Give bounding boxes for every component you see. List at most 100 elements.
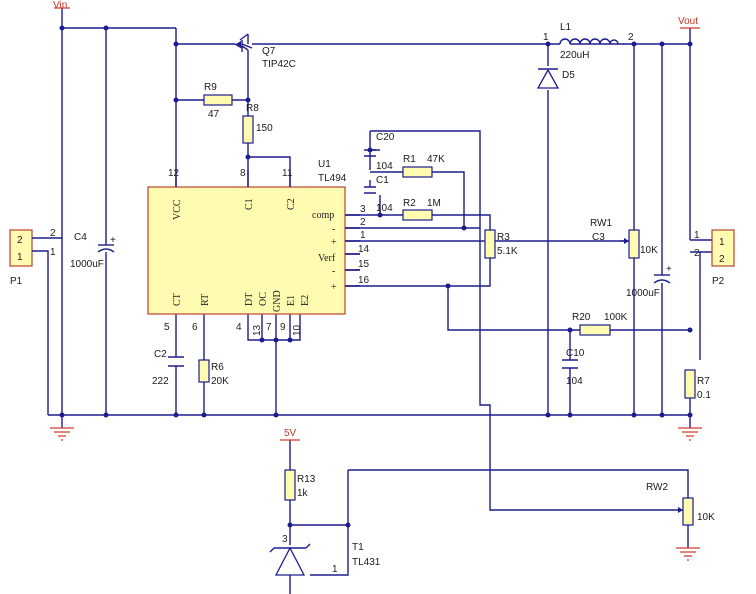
p1-pin-1: 1 bbox=[50, 247, 56, 258]
pin-rt: RT bbox=[200, 294, 211, 306]
resistor-r9: R9 47 bbox=[203, 82, 233, 120]
c20-ref: C20 bbox=[376, 132, 395, 143]
l1-pin-2: 2 bbox=[628, 32, 634, 43]
ground-icon bbox=[678, 427, 702, 441]
pin-num-8: 8 bbox=[240, 168, 246, 179]
resistor-r1: R1 47K bbox=[402, 154, 445, 178]
p1-inner-2: 2 bbox=[17, 235, 23, 246]
c4-value: 1000uF bbox=[70, 259, 104, 270]
shunt-regulator-t1: 3 1 T1 TL431 bbox=[269, 534, 381, 594]
pin-c1: C1 bbox=[244, 198, 255, 210]
rw2-value: 10K bbox=[697, 512, 715, 523]
l1-ref: L1 bbox=[560, 22, 572, 33]
inductor-l1: L1 220uH 1 2 bbox=[543, 22, 634, 61]
vout-label: Vout bbox=[678, 16, 698, 27]
pin-num-9: 9 bbox=[280, 322, 286, 333]
pin-num-14: 14 bbox=[358, 244, 370, 255]
c10-value: 104 bbox=[566, 376, 583, 387]
r3-ref: R3 bbox=[497, 232, 510, 243]
r8-ref: R8 bbox=[246, 103, 259, 114]
pin-num-5: 5 bbox=[164, 322, 170, 333]
p2-ref: P2 bbox=[712, 276, 725, 287]
pin-minus-1: - bbox=[332, 224, 335, 235]
r9-ref: R9 bbox=[204, 82, 217, 93]
resistor-r6: R6 20K bbox=[198, 359, 229, 387]
pin-num-1: 1 bbox=[360, 230, 366, 241]
c1-ref: C1 bbox=[376, 175, 389, 186]
p2-inner-1: 1 bbox=[719, 237, 725, 248]
t1-pin-3: 3 bbox=[282, 534, 288, 545]
c2-value: 222 bbox=[152, 376, 169, 387]
pin-num-10: 10 bbox=[292, 324, 303, 336]
pin-num-4: 4 bbox=[236, 322, 242, 333]
t1-pin-1: 1 bbox=[332, 564, 338, 575]
diode-d5: D5 bbox=[536, 68, 575, 89]
c10-ref: C10 bbox=[566, 348, 585, 359]
capacitor-c1: C1 104 bbox=[364, 175, 393, 214]
r2-value: 1M bbox=[427, 198, 441, 209]
capacitor-c2: C2 222 bbox=[152, 349, 184, 387]
r1-ref: R1 bbox=[403, 154, 416, 165]
potentiometer-rw2: RW2 10K bbox=[646, 482, 715, 526]
q7-ref: Q7 bbox=[262, 46, 276, 57]
pin-num-2: 2 bbox=[360, 217, 366, 228]
l1-pin-1: 1 bbox=[543, 32, 549, 43]
pin-num-6: 6 bbox=[192, 322, 198, 333]
ground-symbols bbox=[50, 427, 702, 561]
pin-e2: E2 bbox=[300, 295, 311, 306]
p2-inner-2: 2 bbox=[719, 254, 725, 265]
capacitor-c4: + C4 1000uF bbox=[70, 232, 116, 270]
pin-e1: E1 bbox=[286, 295, 297, 306]
resistor-r20: R20 100K bbox=[572, 312, 628, 336]
pin-num-11: 11 bbox=[282, 168, 293, 179]
d5-ref: D5 bbox=[562, 70, 575, 81]
r9-value: 47 bbox=[208, 109, 220, 120]
r20-value: 100K bbox=[604, 312, 628, 323]
transistor-q7: Q7 TIP42C bbox=[234, 33, 296, 70]
connector-p1: 2 1 2 1 P1 bbox=[9, 228, 56, 287]
q7-value: TIP42C bbox=[262, 59, 296, 70]
resistor-r7: R7 0.1 bbox=[684, 369, 711, 401]
wires bbox=[38, 8, 712, 576]
pin-verf: Verf bbox=[318, 253, 336, 264]
pin-num-15: 15 bbox=[358, 259, 370, 270]
pin-plus-1: + bbox=[331, 237, 337, 248]
connector-p2: 1 2 1 2 P2 bbox=[694, 229, 735, 287]
ic-u1: 12 8 11 3 2 1 14 15 16 5 6 4 13 7 9 10 V… bbox=[147, 159, 370, 336]
capacitor-c10: C10 104 bbox=[562, 348, 585, 387]
v5-label: 5V bbox=[284, 428, 297, 439]
t1-value: TL431 bbox=[352, 557, 381, 568]
pin-num-13: 13 bbox=[252, 324, 263, 336]
r7-ref: R7 bbox=[697, 376, 710, 387]
pin-num-3: 3 bbox=[360, 204, 366, 215]
p1-ref: P1 bbox=[10, 276, 23, 287]
r8-value: 150 bbox=[256, 123, 273, 134]
resistor-r13: R13 1k bbox=[284, 469, 316, 501]
capacitor-c20: C20 104 bbox=[364, 132, 395, 172]
p2-pin-2: 2 bbox=[694, 248, 700, 259]
c4-plus: + bbox=[110, 235, 116, 246]
t1-ref: T1 bbox=[352, 542, 364, 553]
net-vin: Vin bbox=[53, 0, 70, 11]
c4-ref: C4 bbox=[74, 232, 87, 243]
r3-value: 5.1K bbox=[497, 246, 518, 257]
pin-minus-2: - bbox=[332, 266, 335, 277]
pin-gnd: GND bbox=[272, 290, 283, 312]
c2-ref: C2 bbox=[154, 349, 167, 360]
rw1-ref: RW1 bbox=[590, 218, 612, 229]
ground-icon bbox=[50, 427, 74, 441]
r2-ref: R2 bbox=[403, 198, 416, 209]
pin-c2: C2 bbox=[286, 198, 297, 210]
resistor-r2: R2 1M bbox=[402, 198, 441, 221]
r7-value: 0.1 bbox=[697, 390, 711, 401]
c3-plus: + bbox=[666, 264, 672, 275]
pin-dt: DT bbox=[244, 293, 255, 306]
rw2-ref: RW2 bbox=[646, 482, 668, 493]
r1-value: 47K bbox=[427, 154, 445, 165]
resistor-r8: R8 150 bbox=[242, 103, 273, 144]
rw1-pin: C3 bbox=[592, 232, 605, 243]
p1-inner-1: 1 bbox=[17, 252, 23, 263]
pin-plus-2: + bbox=[331, 282, 337, 293]
ic-part: TL494 bbox=[318, 173, 347, 184]
